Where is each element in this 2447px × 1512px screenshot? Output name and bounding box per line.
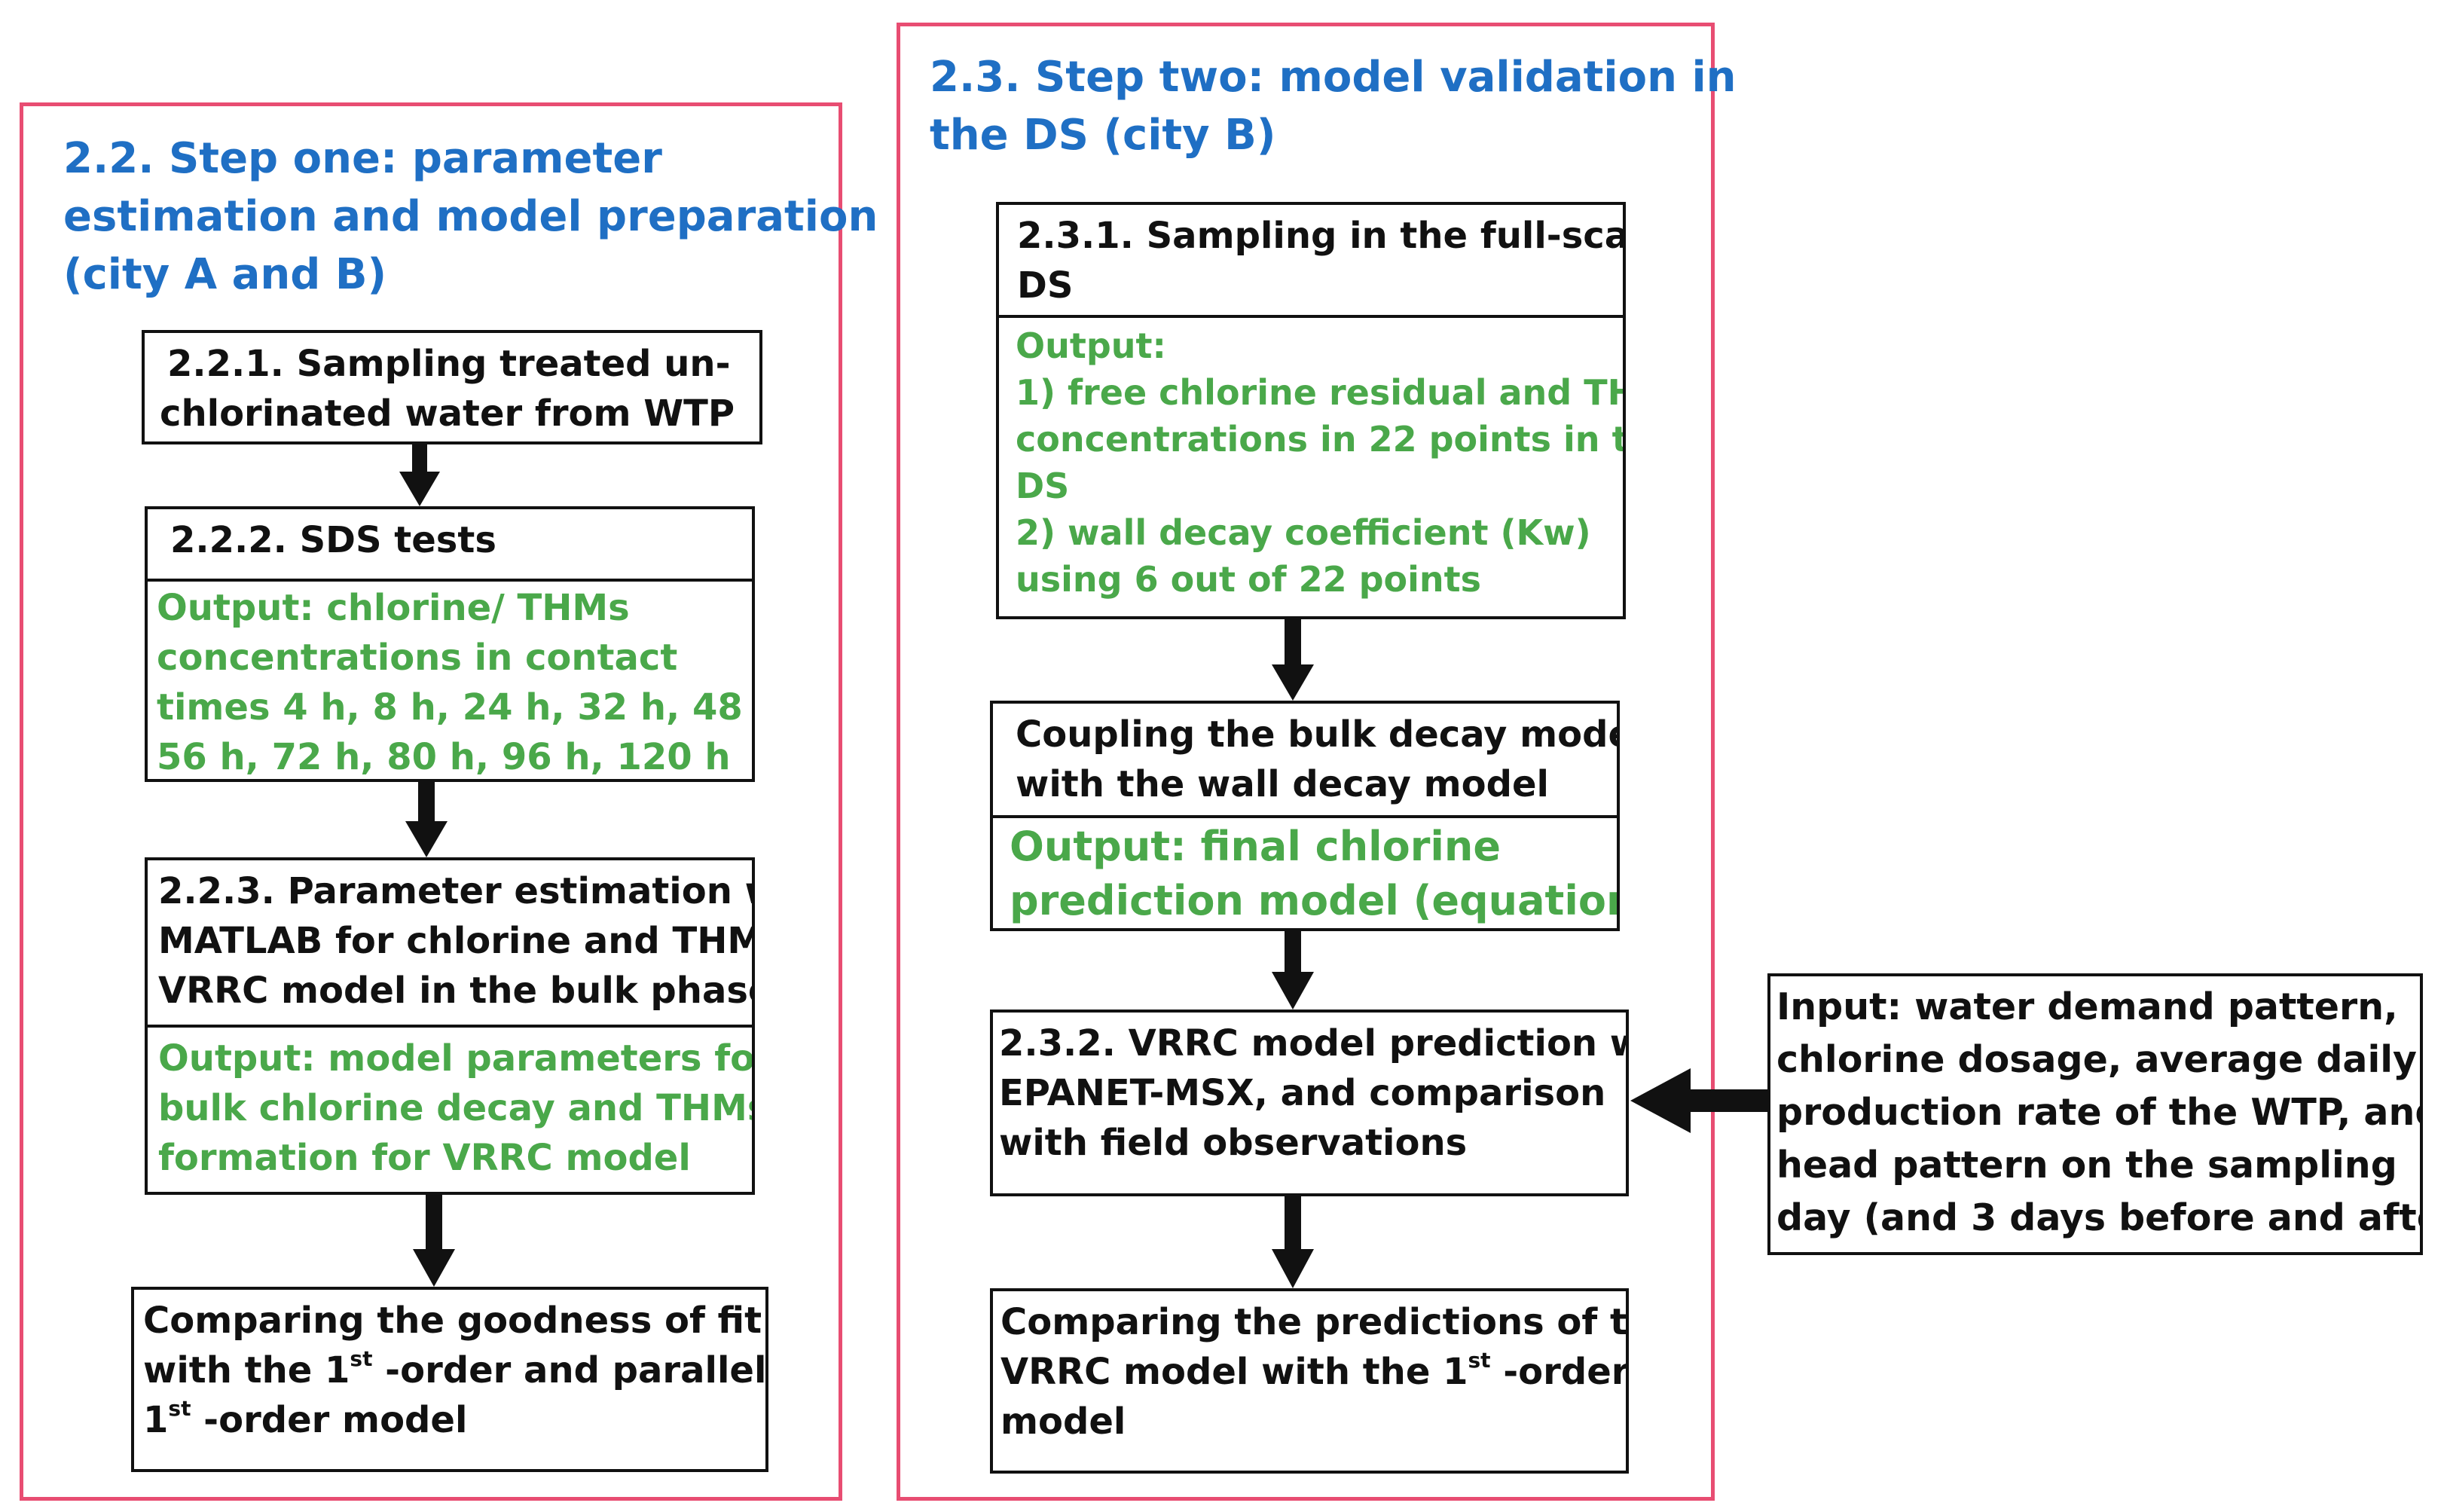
box-compare-predictions: Comparing the predictions of the VRRC mo…	[990, 1288, 1629, 1474]
box-sds-output: Output: chlorine/ THMs concentrations in…	[145, 579, 755, 782]
box-sampling-output: Output: 1) free chlorine residual and TH…	[996, 315, 1626, 619]
panel-step-one	[20, 102, 842, 1501]
heading-step-one: 2.2. Step one: parameter estimation and …	[63, 134, 878, 299]
arrow-coupling-to-vrrc	[1272, 931, 1314, 1010]
arrow-parameter-to-compare	[413, 1195, 455, 1287]
arrow-sampling-to-sds	[399, 444, 440, 506]
box-coupling-output: Output: final chlorine prediction model …	[990, 815, 1620, 931]
box-parameter-output: Output: model parameters for bulk chlori…	[145, 1025, 755, 1195]
arrow-vrrc-to-compare	[1272, 1196, 1314, 1288]
arrow-sds-to-parameter	[405, 782, 448, 857]
box-input-data: Input: water demand pattern, chlorine do…	[1767, 973, 2423, 1255]
box-compare-goodness-of-fit: Comparing the goodness of fit with the 1…	[131, 1287, 768, 1472]
box-sampling-full-scale-ds: 2.3.1. Sampling in the full-scale DS	[996, 202, 1626, 318]
box-sampling-treated-water: 2.2.1. Sampling treated un- chlorinated …	[142, 330, 762, 444]
box-coupling-models: Coupling the bulk decay model with the w…	[990, 701, 1620, 818]
arrow-sampling-to-coupling	[1272, 619, 1314, 701]
heading-step-two: 2.3. Step two: model validation in the D…	[930, 53, 1737, 160]
box-parameter-estimation: 2.2.3. Parameter estimation with MATLAB …	[145, 857, 755, 1028]
arrow-input-to-vrrc	[1630, 1068, 1767, 1133]
panel-step-two	[897, 23, 1715, 1501]
box-vrrc-prediction: 2.3.2. VRRC model prediction with EPANET…	[990, 1010, 1629, 1196]
